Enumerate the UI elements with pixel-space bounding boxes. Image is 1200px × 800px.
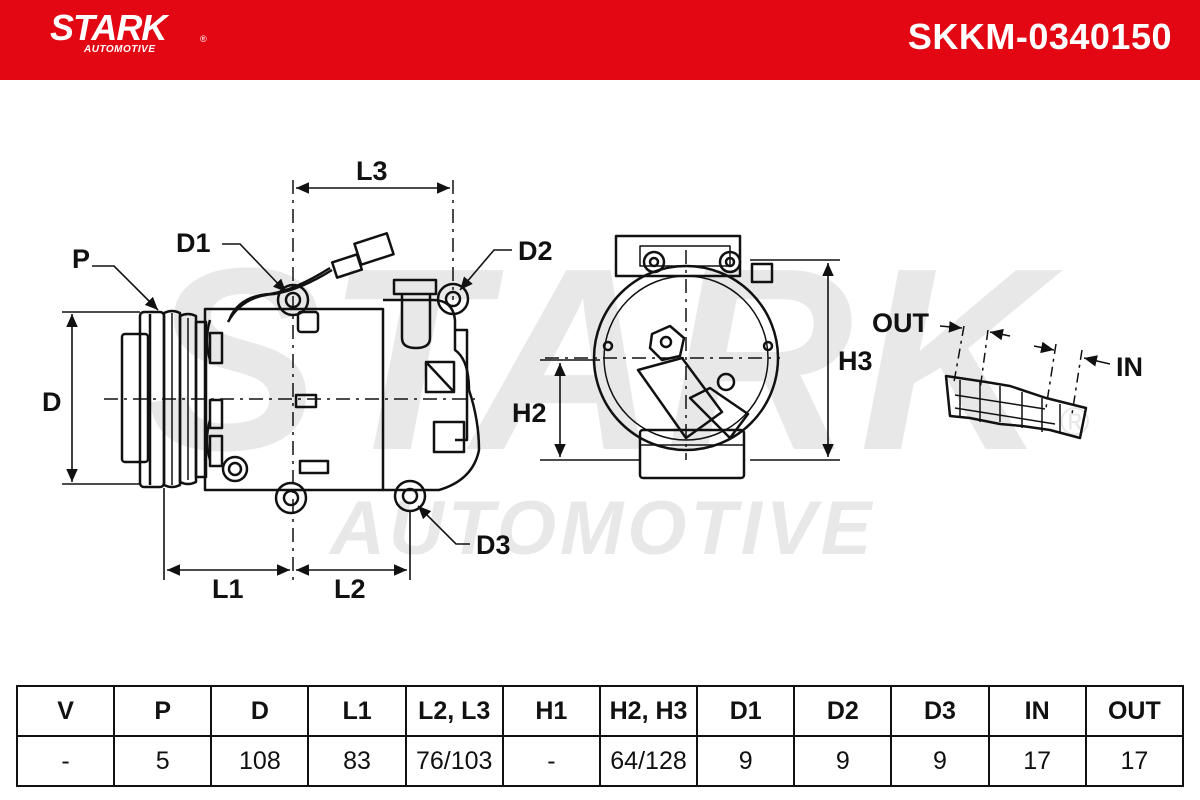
label-d1: D1: [176, 228, 211, 258]
logo-subtitle: AUTOMOTIVE: [84, 44, 156, 55]
specs-value-row: - 5 108 83 76/103 - 64/128 9 9 9 17 17: [15, 735, 1185, 787]
label-h3: H3: [838, 346, 873, 376]
side-view-drawing: [104, 180, 481, 580]
label-p: P: [72, 244, 90, 274]
specs-table: V P D L1 L2, L3 H1 H2, H3 D1 D2 D3 IN OU…: [15, 685, 1185, 787]
value-h1: -: [501, 735, 601, 787]
value-d: 108: [210, 735, 310, 787]
label-h2: H2: [512, 398, 547, 428]
part-number: SKKM-0340150: [907, 16, 1172, 57]
value-in: 17: [987, 735, 1087, 787]
value-l2-l3: 76/103: [404, 735, 504, 787]
header-h2-h3: H2, H3: [598, 685, 699, 737]
label-d: D: [42, 387, 62, 417]
label-d2: D2: [518, 236, 553, 266]
value-l1: 83: [307, 735, 407, 787]
header-in: IN: [987, 685, 1087, 737]
logo-registered-mark: ®: [200, 34, 207, 44]
header-d2: D2: [793, 685, 893, 737]
dimension-lines: [62, 182, 1111, 580]
specs-header-row: V P D L1 L2, L3 H1 H2, H3 D1 D2 D3 IN OU…: [15, 685, 1185, 737]
header-l2-l3: L2, L3: [404, 685, 504, 737]
compressor-diagram: P D D1 D2 D3 L1 L2 L3 H2 H3 OUT IN: [42, 156, 1143, 604]
value-d2: 9: [793, 735, 893, 787]
value-p: 5: [113, 735, 213, 787]
value-d3: 9: [890, 735, 990, 787]
stark-logo: STARK ® AUTOMOTIVE: [50, 7, 207, 56]
logo-wordmark: STARK: [50, 7, 167, 48]
header-d3: D3: [890, 685, 990, 737]
header-l1: L1: [307, 685, 407, 737]
label-in: IN: [1116, 352, 1143, 382]
label-l2: L2: [334, 574, 366, 604]
header-p: P: [113, 685, 213, 737]
label-l3: L3: [356, 156, 388, 186]
label-l1: L1: [212, 574, 244, 604]
header-h1: H1: [501, 685, 601, 737]
value-out: 17: [1084, 735, 1185, 787]
header-d: D: [210, 685, 310, 737]
header-v: V: [15, 685, 116, 737]
value-v: -: [15, 735, 116, 787]
label-out: OUT: [872, 308, 930, 338]
header-bar: STARK ® AUTOMOTIVE SKKM-0340150: [0, 0, 1200, 80]
front-view-drawing: [545, 234, 780, 480]
header-out: OUT: [1084, 685, 1185, 737]
value-d1: 9: [696, 735, 796, 787]
label-d3: D3: [476, 530, 511, 560]
connector-detail-drawing: [944, 325, 1088, 440]
header-d1: D1: [696, 685, 796, 737]
value-h2-h3: 64/128: [598, 735, 699, 787]
